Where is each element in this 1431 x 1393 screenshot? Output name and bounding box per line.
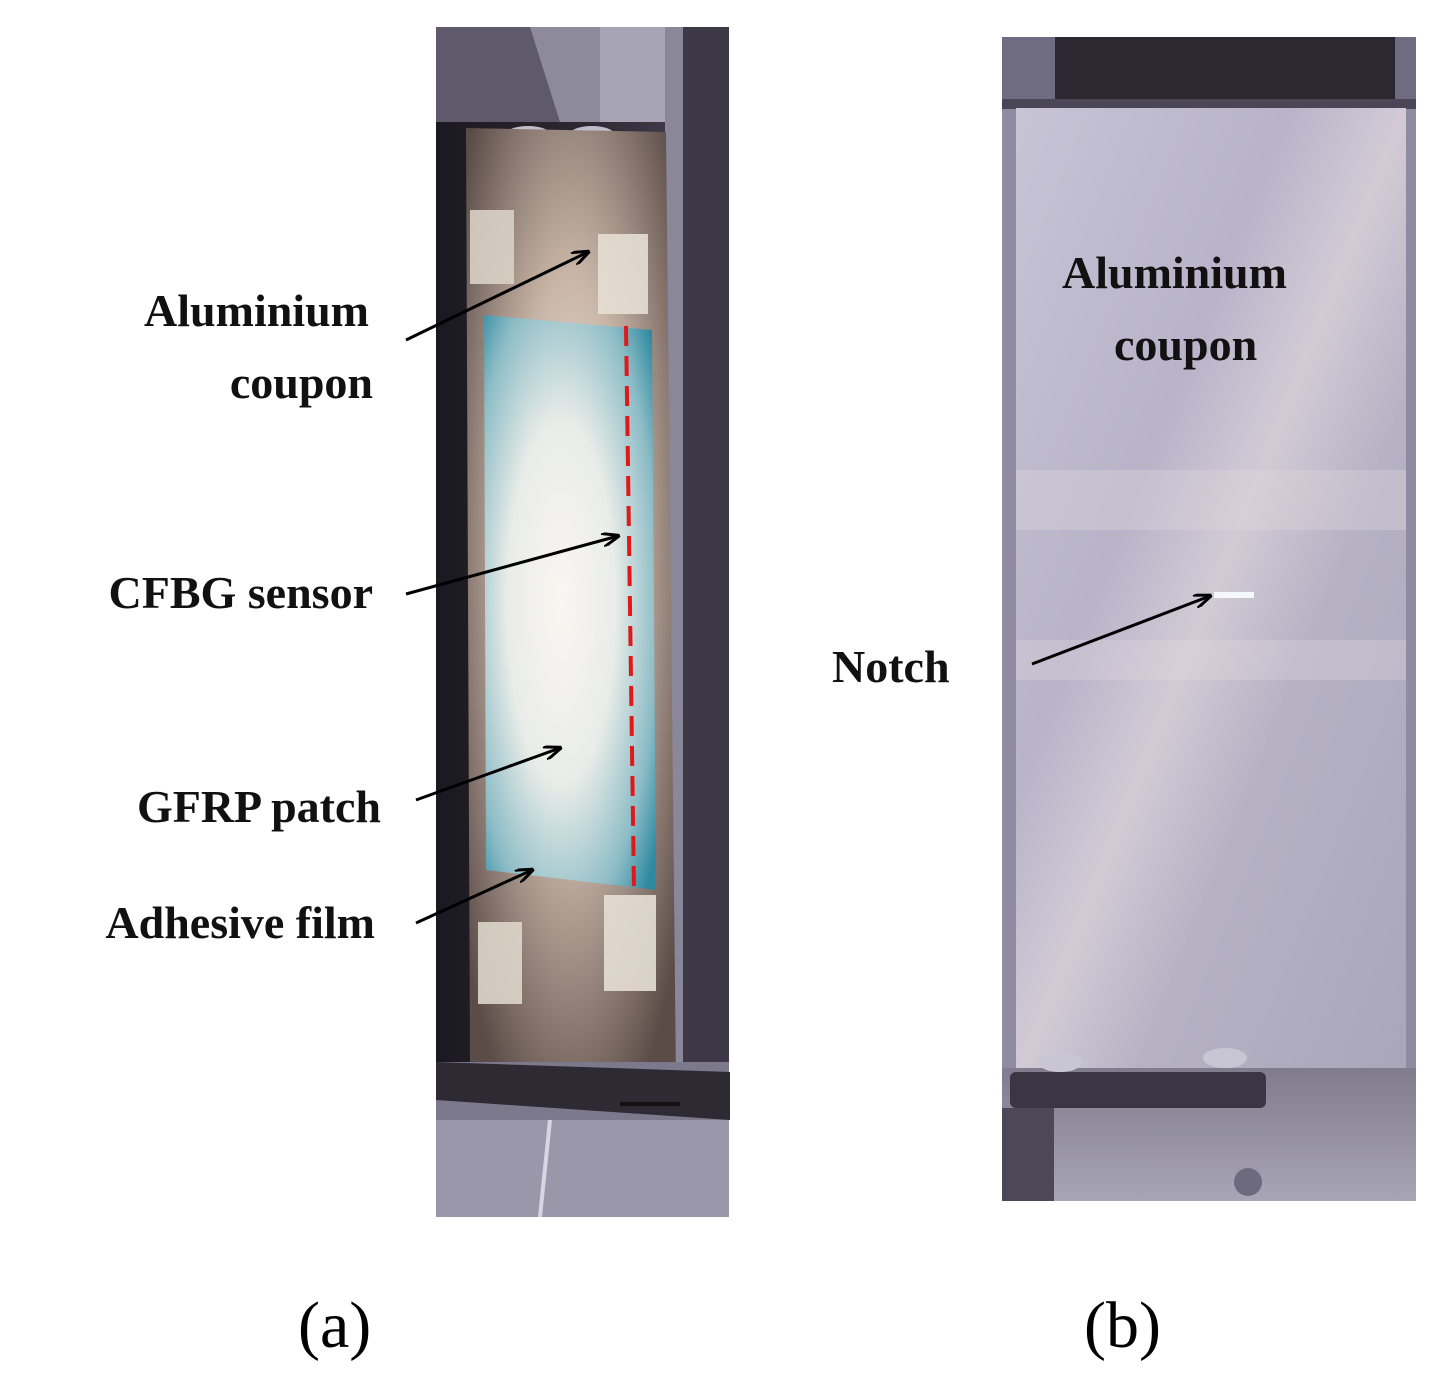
arrow-notch: [1031, 596, 1210, 666]
label-aluminium-b-line2: coupon: [1114, 319, 1258, 370]
photo-a: [436, 27, 730, 1218]
label-aluminium-a-line2: coupon: [229, 357, 373, 408]
arrow-adhesive: [415, 870, 532, 925]
arrow-aluminium-a: [405, 252, 588, 342]
label-aluminium-a-line1: Aluminium: [144, 285, 369, 336]
label-adhesive-film: Adhesive film: [105, 897, 375, 948]
arrow-cfbg: [405, 536, 618, 596]
photo-b: [1002, 37, 1416, 1201]
label-gfrp-patch: GFRP patch: [136, 781, 381, 832]
arrow-gfrp: [415, 748, 560, 802]
label-cfbg-sensor: CFBG sensor: [108, 567, 374, 618]
annotation-arrows: [405, 252, 1210, 925]
label-notch: Notch: [832, 641, 950, 692]
caption-a: (a): [298, 1289, 372, 1362]
label-aluminium-b-line1: Aluminium: [1062, 247, 1287, 298]
caption-b: (b): [1084, 1289, 1161, 1362]
